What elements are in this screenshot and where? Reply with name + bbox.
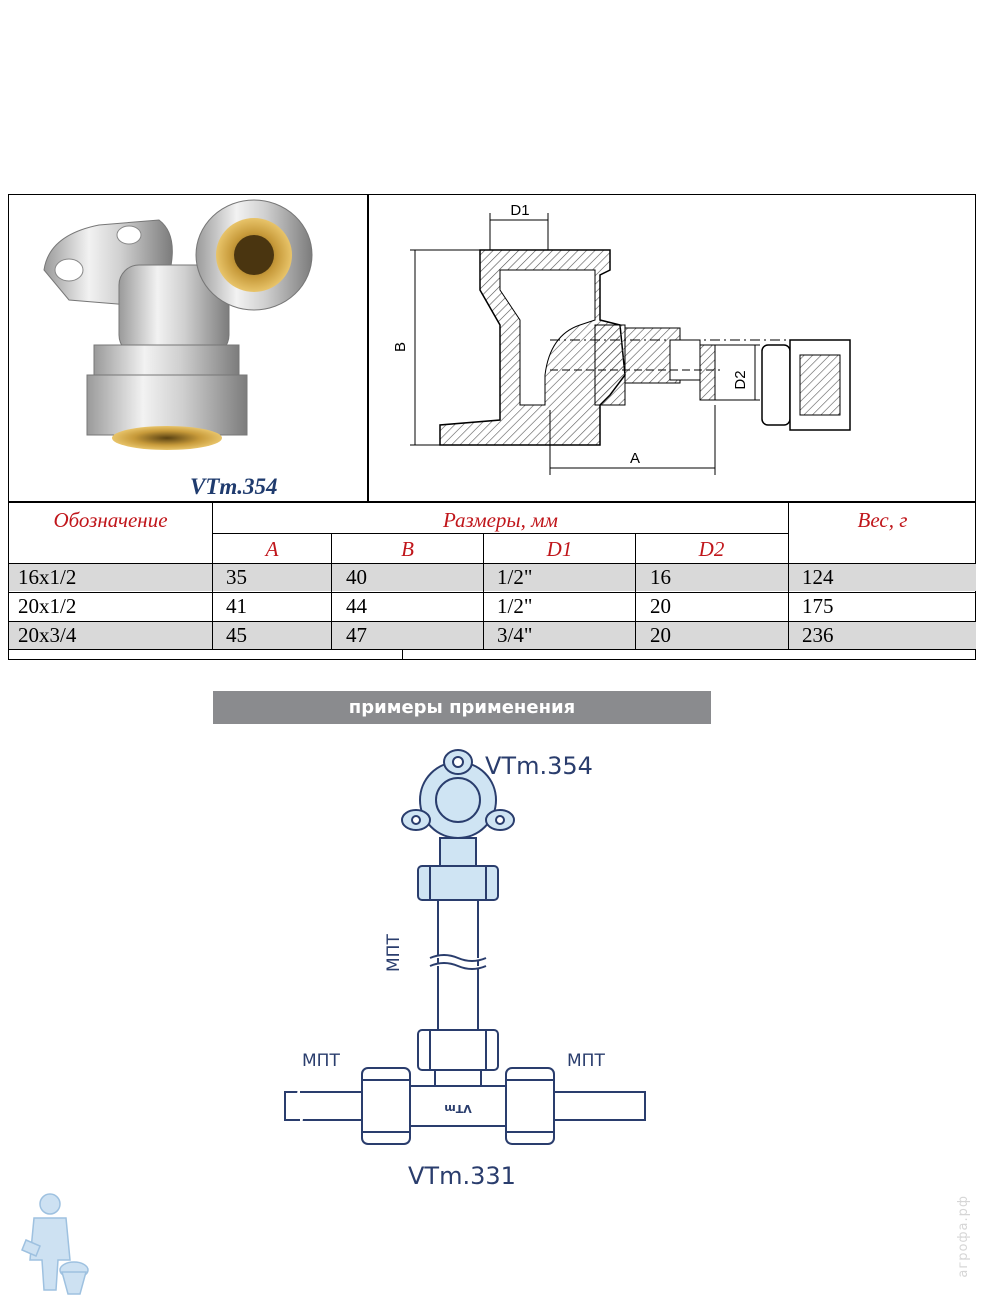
product-photo	[43, 199, 313, 450]
drawing-body	[439, 249, 851, 446]
cell-b: 47	[346, 623, 367, 647]
cell-designation: 20x1/2	[18, 594, 77, 618]
drawing-dimensions	[410, 213, 760, 475]
row-line	[9, 563, 976, 564]
watermark-text: агрофа.рф	[956, 1195, 971, 1278]
label-pipe-left: МПТ	[302, 1051, 340, 1071]
wall-elbow	[401, 749, 515, 901]
row-line	[9, 649, 976, 650]
dim-label-b: B	[392, 342, 409, 352]
technical-drawing-cell: D1 B D2 A	[370, 195, 975, 502]
subheader-a: A	[265, 537, 279, 561]
col-divider	[483, 533, 484, 649]
subheader-d2: D2	[698, 537, 725, 561]
cell-a: 45	[226, 623, 247, 647]
cell-d2: 20	[650, 594, 671, 618]
application-examples-banner: примеры применения	[213, 691, 711, 724]
cell-a: 35	[226, 565, 247, 589]
col-divider	[331, 533, 332, 649]
table-row-shade	[9, 563, 976, 591]
tee-fitting	[361, 1029, 555, 1145]
cell-designation: 20x3/4	[18, 623, 77, 647]
product-photo-cell	[9, 195, 369, 502]
col-divider-stub	[402, 650, 403, 660]
spec-sheet-frame	[8, 194, 976, 660]
tee-logo: VTm	[444, 1102, 471, 1115]
application-diagram: VTm	[284, 749, 646, 1145]
col-divider	[635, 533, 636, 649]
subheader-b: B	[401, 537, 414, 561]
dim-label-a: A	[630, 450, 640, 467]
technical-drawing: D1 B D2 A	[392, 202, 851, 475]
plumber-mascot-icon	[21, 1193, 89, 1295]
label-pipe-right: МПТ	[567, 1051, 605, 1071]
label-bottom-fitting: VTm.331	[408, 1162, 516, 1190]
header-dimensions: Размеры, мм	[443, 508, 558, 532]
row-line	[9, 592, 976, 593]
cell-weight: 124	[802, 565, 834, 589]
cell-a: 41	[226, 594, 247, 618]
cell-designation: 16x1/2	[18, 565, 77, 589]
header-designation: Обозначение	[53, 508, 168, 532]
col-divider	[212, 503, 213, 649]
row-line	[9, 621, 976, 622]
subheader-line	[213, 533, 788, 534]
header-weight: Вес, г	[857, 508, 908, 532]
cell-d1: 1/2"	[497, 565, 533, 589]
dim-label-d2: D2	[732, 370, 749, 389]
table-row-shade	[9, 621, 976, 649]
cell-b: 44	[346, 594, 367, 618]
cell-d2: 20	[650, 623, 671, 647]
cell-d1: 3/4"	[497, 623, 533, 647]
label-top-fitting: VTm.354	[485, 752, 593, 780]
cell-d2: 16	[650, 565, 671, 589]
subheader-d1: D1	[546, 537, 573, 561]
cell-weight: 236	[802, 623, 834, 647]
cell-weight: 175	[802, 594, 834, 618]
cell-d1: 1/2"	[497, 594, 533, 618]
product-model-label: VTm.354	[190, 474, 278, 499]
table-top-border	[9, 501, 976, 503]
col-divider	[788, 503, 789, 649]
cell-b: 40	[346, 565, 367, 589]
label-pipe-vertical: МПТ	[384, 934, 404, 972]
dim-label-d1: D1	[510, 202, 529, 219]
